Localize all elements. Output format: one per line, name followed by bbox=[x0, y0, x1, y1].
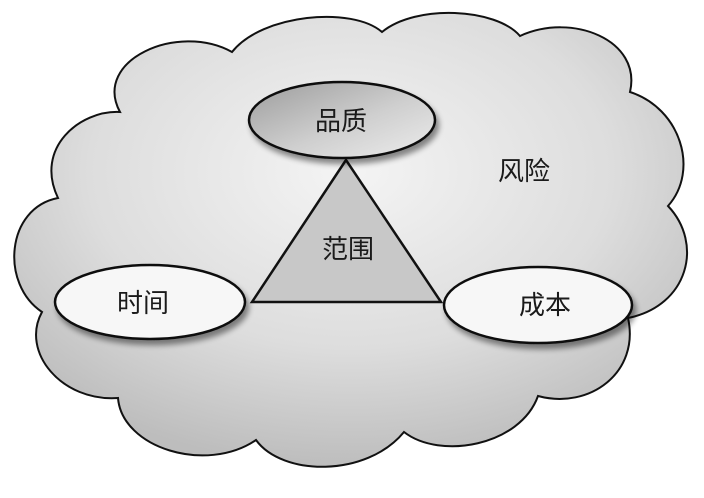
time-label: 时间 bbox=[117, 289, 169, 319]
scope-label: 范围 bbox=[322, 235, 374, 265]
risk-label: 风险 bbox=[498, 157, 550, 187]
time-node bbox=[53, 263, 247, 341]
cost-label: 成本 bbox=[519, 291, 571, 321]
scope-triangle bbox=[249, 157, 444, 304]
quality-label: 品质 bbox=[315, 107, 367, 137]
quality-node bbox=[247, 80, 437, 160]
cost-node bbox=[442, 265, 634, 345]
